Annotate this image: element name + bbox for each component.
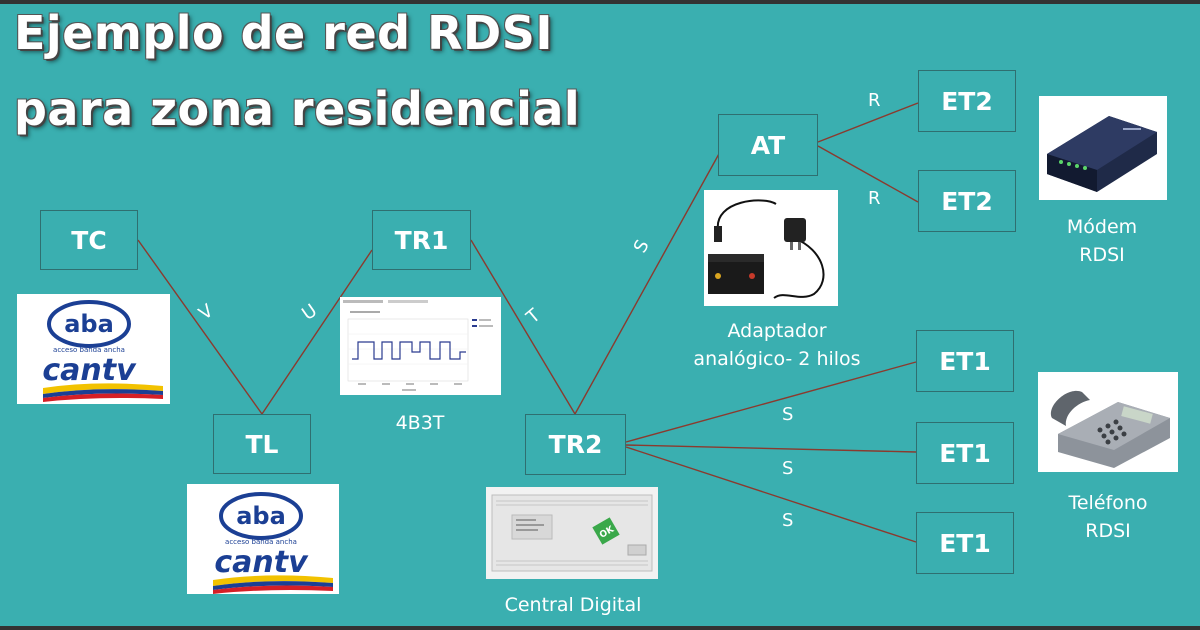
node-at: AT	[718, 114, 818, 176]
caption-4b3t: 4B3T	[395, 412, 445, 434]
node-tr2: TR2	[525, 414, 626, 475]
link-at-et2-top	[817, 102, 919, 143]
link-tr1-tr2	[470, 239, 576, 415]
link-label-s-et1-top: S	[782, 404, 794, 425]
diagram-canvas: Ejemplo de red RDSI para zona residencia…	[0, 4, 1200, 626]
node-et2-top: ET2	[918, 70, 1016, 132]
aba-tagline: acceso banda ancha	[225, 538, 297, 546]
link-label-s-et1-middle: S	[782, 458, 794, 479]
modem-graphic	[1047, 116, 1157, 192]
link-label-r-top: R	[868, 90, 881, 111]
cantv-logo-tl: aba acceso banda ancha cantv	[187, 484, 339, 594]
cantv-logo-text: cantv	[214, 545, 309, 580]
aba-logo-text: aba	[236, 502, 286, 530]
title-line-2: para zona residencial	[14, 82, 581, 136]
caption-adapter-line-2: analógico- 2 hilos	[693, 347, 861, 370]
link-at-et2-bottom	[817, 145, 919, 203]
aba-tagline: acceso banda ancha	[53, 346, 125, 354]
central-digital-image: OK	[486, 487, 658, 579]
cantv-logo-text: cantv	[42, 353, 137, 388]
caption-central-digital: Central Digital	[504, 594, 642, 616]
caption-modem: Módem RDSI	[1045, 214, 1159, 269]
connection-lines	[137, 102, 919, 543]
central-digital-graphic: OK	[491, 494, 653, 572]
link-tc-tl	[137, 239, 263, 415]
adapter-graphic	[708, 199, 825, 299]
caption-telephone: Teléfono RDSI	[1050, 490, 1166, 545]
caption-adapter: Adaptador analógico- 2 hilos	[680, 318, 874, 373]
signal-waveform-graphic	[343, 300, 493, 391]
node-tr1: TR1	[372, 210, 471, 270]
link-tl-tr1	[261, 249, 373, 415]
node-et1-middle: ET1	[916, 422, 1014, 484]
telephone-image	[1038, 372, 1178, 472]
link-tr2-at	[574, 151, 721, 415]
caption-adapter-line-1: Adaptador	[727, 320, 827, 342]
cantv-logo-tc: aba acceso banda ancha cantv	[17, 294, 170, 404]
signal-4b3t-image	[340, 297, 501, 395]
link-tr2-et1-top	[625, 361, 917, 443]
node-et1-top: ET1	[916, 330, 1014, 392]
link-label-r-bottom: R	[868, 188, 881, 209]
cantv-logo-graphic: aba acceso banda ancha cantv	[213, 492, 333, 594]
node-tl: TL	[213, 414, 311, 474]
link-label-s-et1-bottom: S	[782, 510, 794, 531]
node-et2-bottom: ET2	[918, 170, 1016, 232]
cantv-logo-graphic: aba acceso banda ancha cantv	[42, 300, 163, 402]
caption-telephone-line-1: Teléfono	[1068, 492, 1148, 514]
modem-image	[1039, 96, 1167, 200]
aba-logo-text: aba	[64, 310, 114, 338]
node-et1-bottom: ET1	[916, 512, 1014, 574]
caption-modem-line-2: RDSI	[1079, 243, 1125, 266]
title-line-1: Ejemplo de red RDSI	[14, 6, 553, 60]
caption-telephone-line-2: RDSI	[1085, 519, 1131, 542]
adapter-image	[704, 190, 838, 306]
node-tc: TC	[40, 210, 138, 270]
link-tr2-et1-bottom	[625, 446, 917, 543]
link-tr2-et1-middle	[625, 444, 917, 453]
caption-modem-line-1: Módem	[1066, 216, 1138, 238]
telephone-graphic	[1050, 390, 1170, 468]
